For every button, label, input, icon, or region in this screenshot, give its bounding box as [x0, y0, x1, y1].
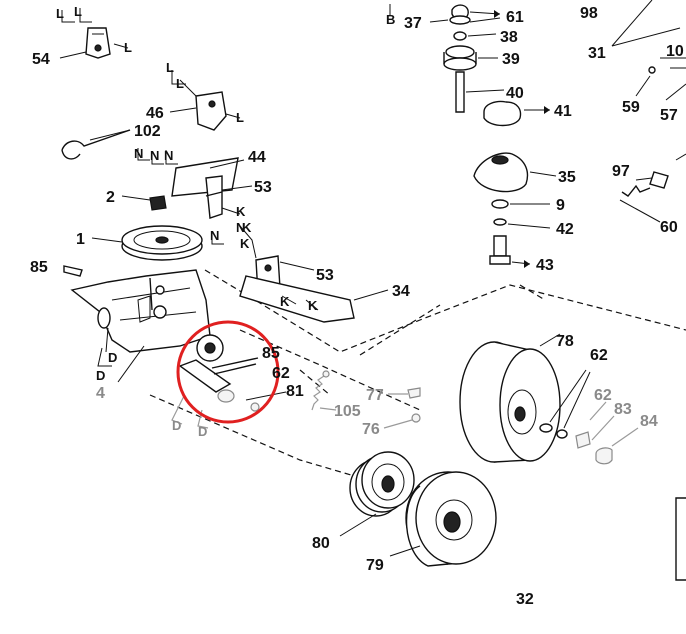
label-46: 46	[146, 105, 164, 122]
highlighted-assembly	[171, 334, 287, 429]
label-98: 98	[580, 5, 598, 22]
label-42: 42	[556, 221, 574, 238]
part-1-pulley	[91, 225, 203, 261]
label-10: 10	[666, 43, 684, 60]
label-62-far-right: 62	[594, 387, 612, 404]
label-81: 81	[286, 383, 304, 400]
letter-l-2: L	[74, 4, 82, 19]
letter-d-3: D	[172, 418, 181, 433]
leader-arrows	[494, 10, 550, 268]
label-97: 97	[612, 163, 630, 180]
label-62-center: 62	[272, 365, 290, 382]
label-85-left: 85	[30, 259, 48, 276]
label-43: 43	[536, 257, 554, 274]
label-62-right: 62	[590, 347, 608, 364]
label-1: 1	[76, 231, 85, 248]
label-2: 2	[106, 189, 115, 206]
letter-n-4: N	[210, 228, 219, 243]
letter-k-3: K	[240, 236, 250, 251]
letter-n-5: N	[236, 220, 245, 235]
part-78-wheel	[459, 333, 561, 463]
letter-k-2: K	[242, 220, 252, 235]
letter-k-1: K	[236, 204, 246, 219]
label-60: 60	[660, 219, 678, 236]
part-97-60-spring	[619, 153, 686, 223]
label-78: 78	[556, 333, 574, 350]
letter-l-3: L	[124, 40, 132, 55]
label-9: 9	[556, 197, 565, 214]
letter-k-4: K	[280, 294, 290, 309]
letter-l-6: L	[236, 110, 244, 125]
label-38: 38	[500, 29, 518, 46]
label-54: 54	[32, 51, 50, 68]
label-39: 39	[502, 51, 520, 68]
letter-l-1: L	[56, 6, 64, 21]
letter-n-2: N	[150, 148, 159, 163]
label-84: 84	[640, 413, 658, 430]
label-31: 31	[588, 45, 606, 62]
label-80: 80	[312, 535, 330, 552]
label-41: 41	[554, 103, 572, 120]
label-76: 76	[362, 421, 380, 438]
part-4-transaxle	[70, 269, 211, 383]
label-37: 37	[404, 15, 422, 32]
highlight-circle	[176, 320, 280, 424]
label-44: 44	[248, 149, 266, 166]
label-105: 105	[334, 403, 361, 420]
label-83: 83	[614, 401, 632, 418]
label-77: 77	[366, 387, 384, 404]
part-105-spring	[311, 370, 337, 411]
part-54-bracket	[59, 8, 129, 59]
part-102-lever	[61, 129, 131, 160]
part-79-wheel	[389, 471, 497, 567]
part-85-bolt	[63, 265, 83, 277]
right-edge-frame	[675, 497, 686, 581]
label-79: 79	[366, 557, 384, 574]
part-80-pulley	[339, 451, 415, 537]
reference-letters: L L L L L L B N N N N N K K K K K D D D …	[56, 4, 395, 439]
letter-d-4: D	[198, 424, 207, 439]
letter-l-5: L	[176, 76, 184, 91]
label-61: 61	[506, 9, 524, 26]
part-53-upper-bracket	[205, 175, 253, 219]
label-53-lower: 53	[316, 267, 334, 284]
label-102: 102	[134, 123, 161, 140]
part-46-bracket	[169, 70, 241, 131]
label-40: 40	[506, 85, 524, 102]
part-2-clip	[121, 195, 167, 211]
part-stack-37-43	[389, 4, 557, 265]
label-34: 34	[392, 283, 410, 300]
letter-l-4: L	[166, 60, 174, 75]
part-77-76-fasteners	[383, 387, 421, 429]
label-32: 32	[516, 591, 534, 608]
letter-n-3: N	[164, 148, 173, 163]
label-85-right: 85	[262, 345, 280, 362]
letter-k-5: K	[308, 298, 318, 313]
letter-n-1: N	[134, 146, 143, 161]
label-53-upper: 53	[254, 179, 272, 196]
part-62-83-84-hardware	[539, 369, 639, 465]
part-98-31-10-links	[611, 0, 686, 101]
letter-d-1: D	[108, 350, 117, 365]
part-number-labels: 98 31 10 59 57 37 61 38 39 40 41 35 9 42…	[30, 5, 684, 608]
label-4: 4	[96, 385, 105, 402]
part-34-bar	[239, 275, 389, 323]
label-35: 35	[558, 169, 576, 186]
letter-d-2: D	[96, 368, 105, 383]
label-57: 57	[660, 107, 678, 124]
label-59: 59	[622, 99, 640, 116]
letter-b: B	[386, 12, 395, 27]
